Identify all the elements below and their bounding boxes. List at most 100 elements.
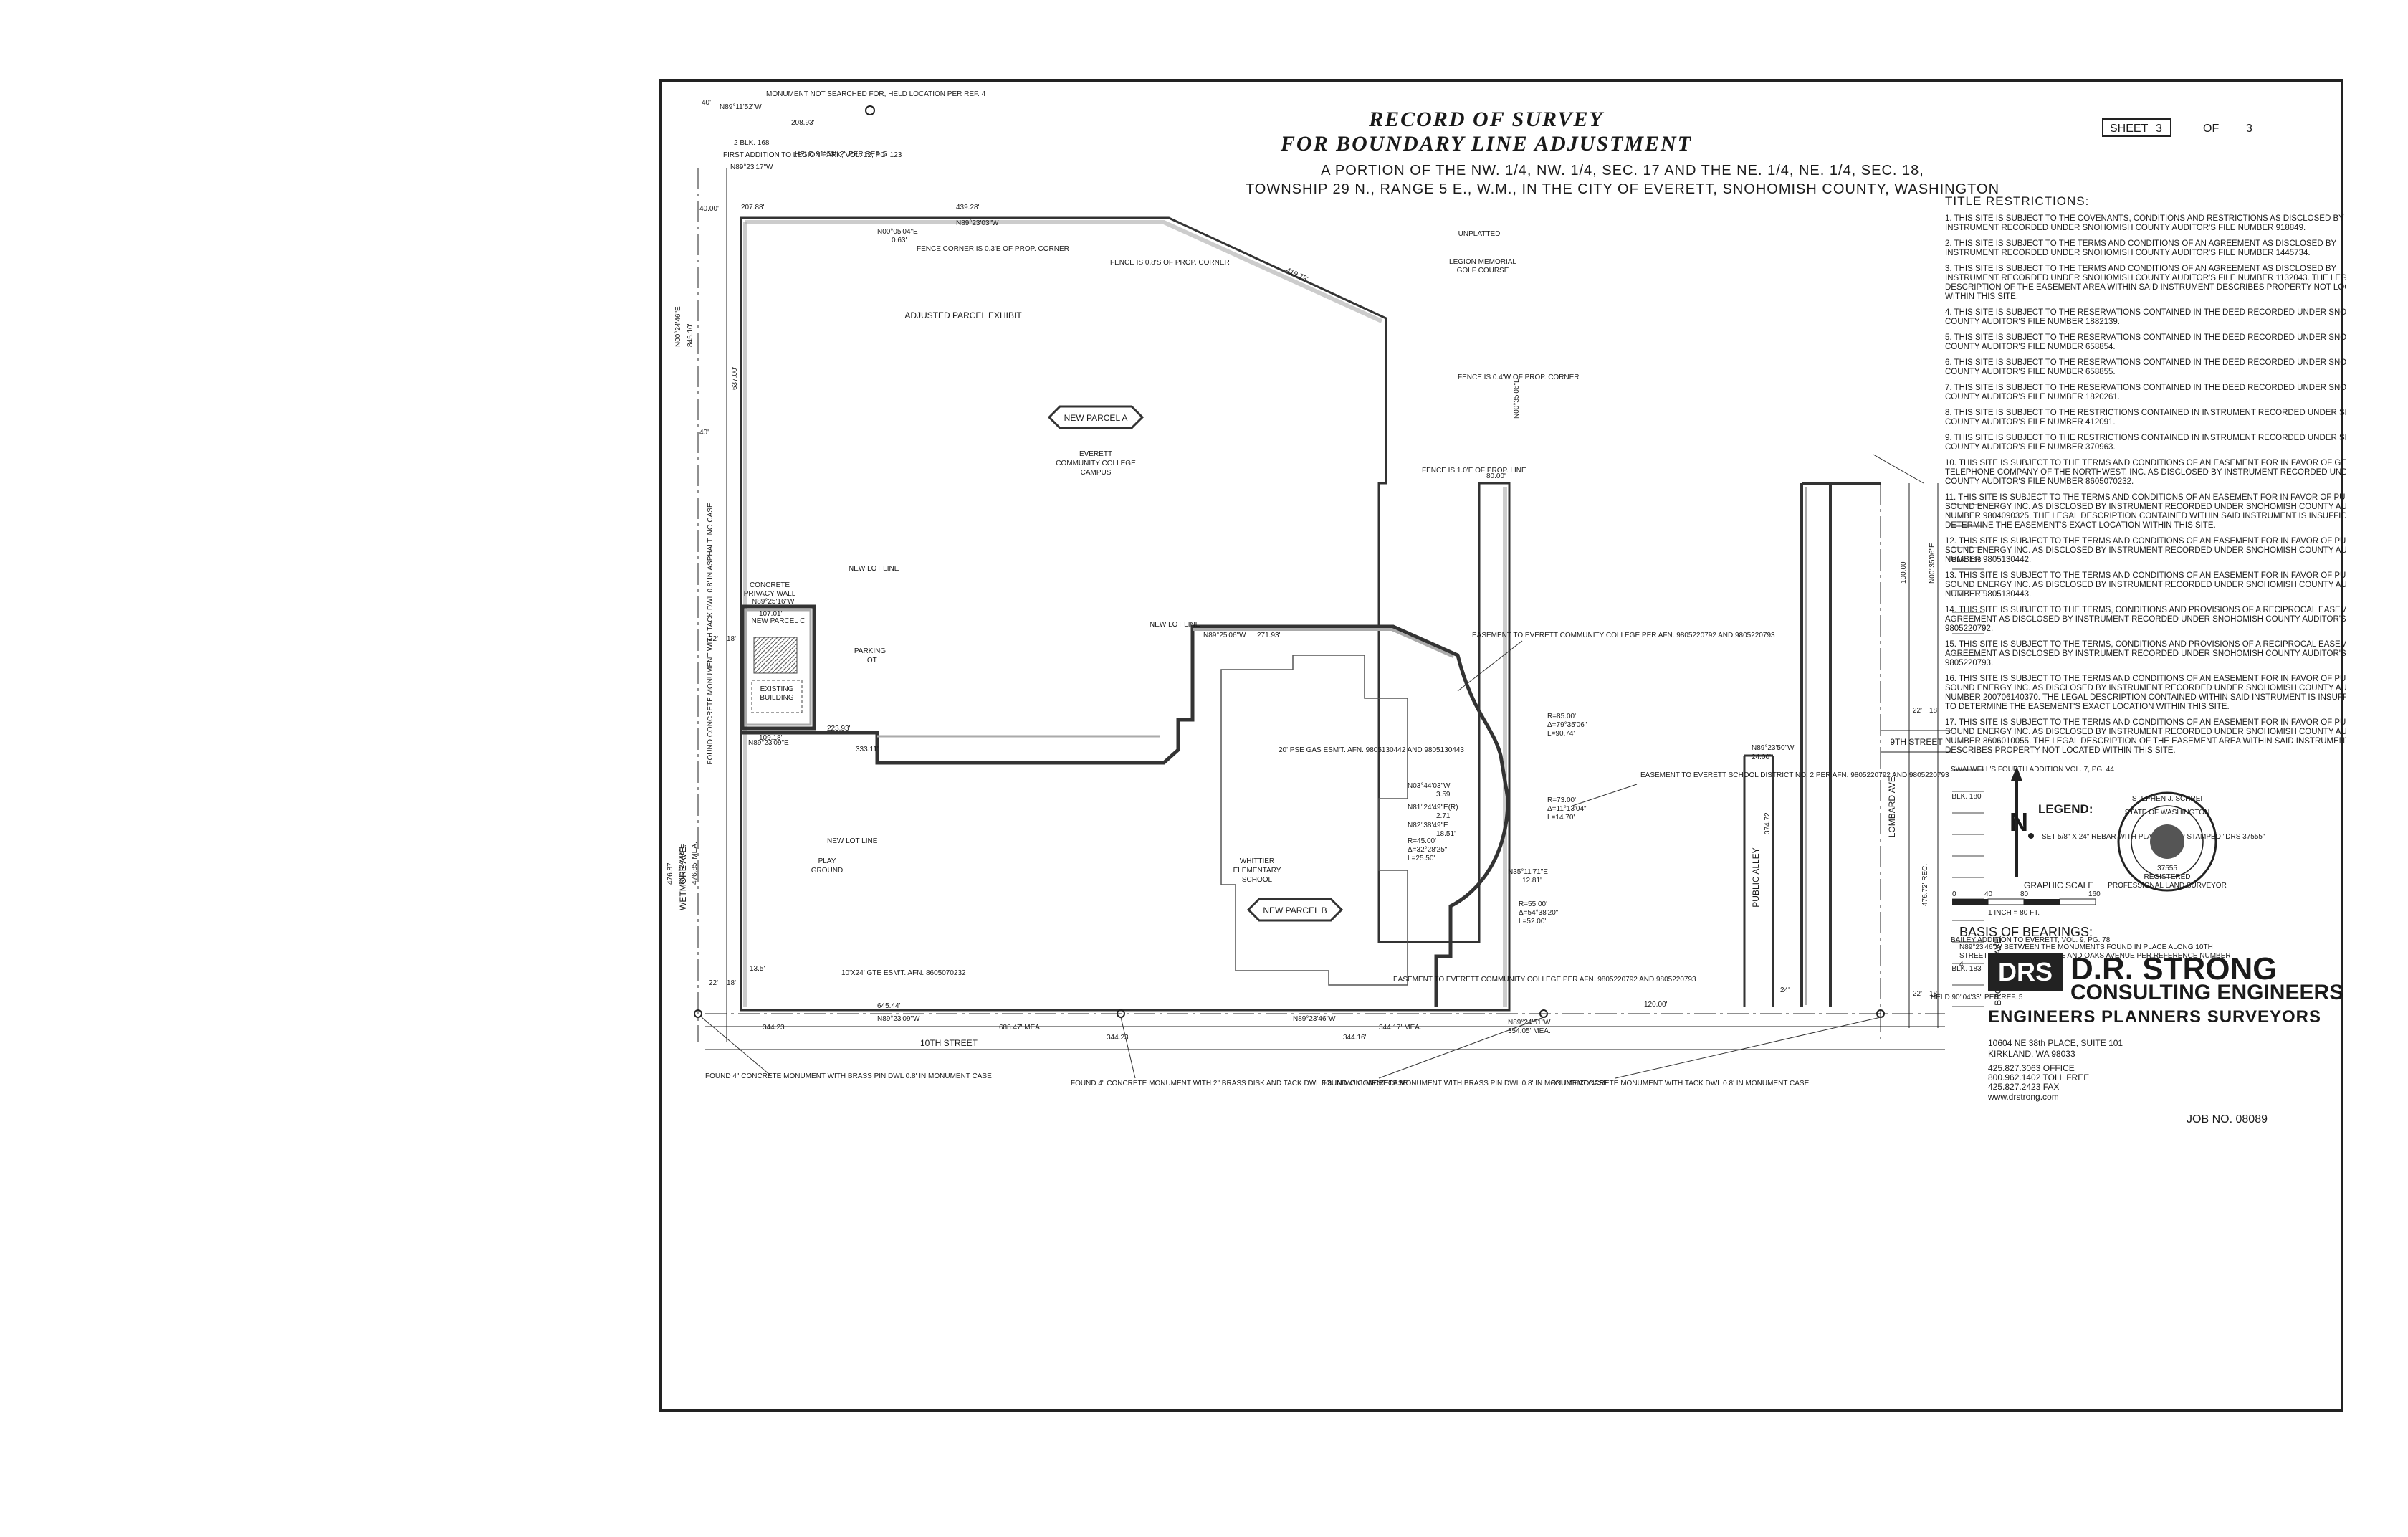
scale-title: GRAPHIC SCALE [2024,880,2093,890]
golf-label-1: LEGION MEMORIAL [1449,258,1516,266]
seal-number: 37555 [2157,865,2177,872]
parcel-b-tag: NEW PARCEL B [1246,898,1344,922]
campus-label-1: EVERETT [1079,450,1112,458]
seal-name: STEPHEN J. SCHREI [2132,795,2202,803]
survey-drawing: RECORD OF SURVEY FOR BOUNDARY LINE ADJUS… [666,90,2346,1126]
parcel-b-label: NEW PARCEL B [1263,905,1327,915]
seal-state: STATE OF WASHINGTON [2125,809,2210,817]
dim-curve-5: Δ=11°13'04" [1547,805,1587,813]
monument-marker-sw [694,1009,702,1018]
restriction-item: 17. THIS SITE IS SUBJECT TO THE TERMS AN… [1945,718,2346,755]
dim-seg-8: 12.81' [1522,877,1542,885]
dim-south-3: 688.47' MEA. [999,1024,1042,1032]
dim-n-1: N00°05'04"E [877,228,918,236]
restriction-line: COUNTY AUDITOR'S FILE NUMBER 1820261. [1945,393,2120,401]
company-name: D.R. STRONG [2070,951,2277,986]
restriction-line: INSTRUMENT RECORDED UNDER SNOHOMISH COUN… [1945,249,2311,257]
dim-seg-2: 3.59' [1436,791,1451,799]
restriction-line: 7. THIS SITE IS SUBJECT TO THE RESERVATI… [1945,384,2346,392]
company-phone-2: 800.962.1402 TOLL FREE [1988,1072,2089,1082]
restriction-line: AGREEMENT AS DISCLOSED BY INSTRUMENT REC… [1945,615,2346,624]
scale-unit: 1 INCH = 80 FT. [1988,909,2040,917]
restriction-line: TO DETERMINE THE EASEMENT'S EXACT LOCATI… [1945,703,2230,711]
fence-note-3: FENCE IS 1.0'E OF PROP. LINE [1422,467,1526,475]
existing-label-1: EXISTING [760,685,794,693]
dim-south-1: 344.23' [763,1024,786,1032]
dim-curve-9: L=25.50' [1408,855,1435,862]
dim-east-2: 476.72' REC. [1921,864,1929,906]
dim-top-5: 439.28' [956,204,980,211]
seal-title: PROFESSIONAL LAND SURVEYOR [2108,882,2227,890]
sheet-label-text: SHEET [2110,123,2149,135]
dim-80: 80.00' [1486,472,1506,480]
adjacent-lots [1952,504,1984,1007]
ninth-street-label: 9TH STREET [1890,737,1943,747]
alley-label: PUBLIC ALLEY [1751,847,1761,907]
new-lot-line-label-1: NEW LOT LINE [849,565,899,573]
lombard-ave-label: LOMBARD AVE. [1887,774,1897,837]
held-note-2: HELD 90°04'33" PER REF. 5 [1931,994,2023,1001]
monument-marker-top [865,105,875,115]
monument-note-4: FOUND CONCRETE MONUMENT WITH TACK DWL 0.… [1551,1080,1810,1088]
scale-tick-3: 160 [2088,890,2101,898]
north-label: N [2010,807,2028,837]
dim-top-4: 207.88' [741,204,765,211]
fence-note-4: FENCE CORNER IS 0.3'E OF PROP. CORNER [917,245,1069,253]
restriction-line: 9805220793. [1945,659,1993,667]
tenth-street-label: 10TH STREET [920,1038,978,1048]
dim-22-sw: 22' [709,979,718,987]
dim-18-ne: 18' [1929,707,1939,715]
privacy-wall-label-2: PRIVACY WALL [744,590,796,598]
restriction-item: 8. THIS SITE IS SUBJECT TO THE RESTRICTI… [1945,409,2346,427]
sheet-total: 3 [2246,123,2252,135]
unplatted-label: UNPLATTED [1458,230,1501,238]
dim-top-1: N89°11'52"W [720,103,762,111]
restriction-line: 2. THIS SITE IS SUBJECT TO THE TERMS AND… [1945,239,2336,248]
restriction-line: AGREEMENT AS DISCLOSED BY INSTRUMENT REC… [1945,649,2346,658]
dim-se-2: 354.05' MEA. [1508,1027,1551,1035]
dim-13-5: 13.5' [750,965,765,973]
legend-heading: LEGEND: [2038,802,2093,816]
dim-40-00: 40.00' [699,205,719,213]
dim-east-1: N00°35'06"E [1513,378,1521,419]
graphic-scale: GRAPHIC SCALE 0 40 80 160 1 INCH = 80 FT… [1952,880,2101,917]
sheet-label: SHEET 3 OF 3 [2102,118,2252,137]
bailey-label: BAILEY ADDITION TO EVERETT, VOL. 9, PG. … [1951,936,2111,944]
school-label-2: ELEMENTARY [1233,867,1281,875]
easement-note-2: EASEMENT TO EVERETT SCHOOL DISTRICT NO. … [1640,771,1949,779]
company-tagline: ENGINEERS PLANNERS SURVEYORS [1988,1007,2321,1027]
school-label-3: SCHOOL [1242,876,1273,884]
survey-sheet: RECORD OF SURVEY FOR BOUNDARY LINE ADJUS… [659,79,2346,1412]
parcel-a-tag: NEW PARCEL A [1047,405,1145,429]
new-lot-line-label-3: NEW LOT LINE [827,837,878,845]
east-parcel [1800,482,1881,1007]
restriction-item: 6. THIS SITE IS SUBJECT TO THE RESERVATI… [1945,358,2346,376]
dim-curve-3: L=90.74' [1547,730,1575,738]
blk-168-label: 2 BLK. 168 [734,139,770,147]
gte-easement-note: 10'X24' GTE ESM'T. AFN. 8605070232 [841,969,966,977]
school-building [1220,655,1408,986]
dim-alley-2: 24.00' [1752,753,1771,761]
blk-183-label: BLK. 183 [1951,965,1982,973]
drs-logo [1988,953,2063,991]
company-phone-3: 425.827.2423 FAX [1988,1082,2059,1092]
restriction-line: DESCRIBES PROPERTY NOT LOCATED WITHIN TH… [1945,746,2176,755]
dim-lot-3: 223.93' [827,725,851,733]
restriction-line: NUMBER 200706140370. THE LEGAL DESCRIPTI… [1945,693,2346,702]
restriction-line: SOUND ENERGY INC. AS DISCLOSED BY INSTRU… [1945,581,2346,589]
swalwell-label: SWALWELL'S FOURTH ADDITION VOL. 7, PG. 4… [1951,766,2114,774]
privacy-wall-label-1: CONCRETE [750,581,790,589]
restriction-line: SOUND ENERGY INC. AS DISCLOSED BY INSTRU… [1945,546,2346,555]
dim-south-7: 344.16' [1343,1034,1367,1042]
dim-top-2: 208.93' [791,119,815,127]
restriction-line: NUMBER 8606010055. THE LEGAL DESCRIPTION… [1945,737,2346,746]
campus-label-2: COMMUNITY COLLEGE [1056,460,1136,467]
restriction-line: SOUND ENERGY INC. AS DISCLOSED BY INSTRU… [1945,684,2346,693]
street-lines [697,168,1952,1050]
dim-seg-3: N81°24'49"E(R) [1408,804,1458,812]
restriction-line: 16. THIS SITE IS SUBJECT TO THE TERMS AN… [1945,675,2346,683]
rebar-symbol [2028,833,2034,839]
dim-curve-12: L=52.00' [1519,918,1546,925]
monument-note-top: MONUMENT NOT SEARCHED FOR, HELD LOCATION… [766,90,986,98]
dim-seg-4: 2.71' [1436,812,1451,820]
